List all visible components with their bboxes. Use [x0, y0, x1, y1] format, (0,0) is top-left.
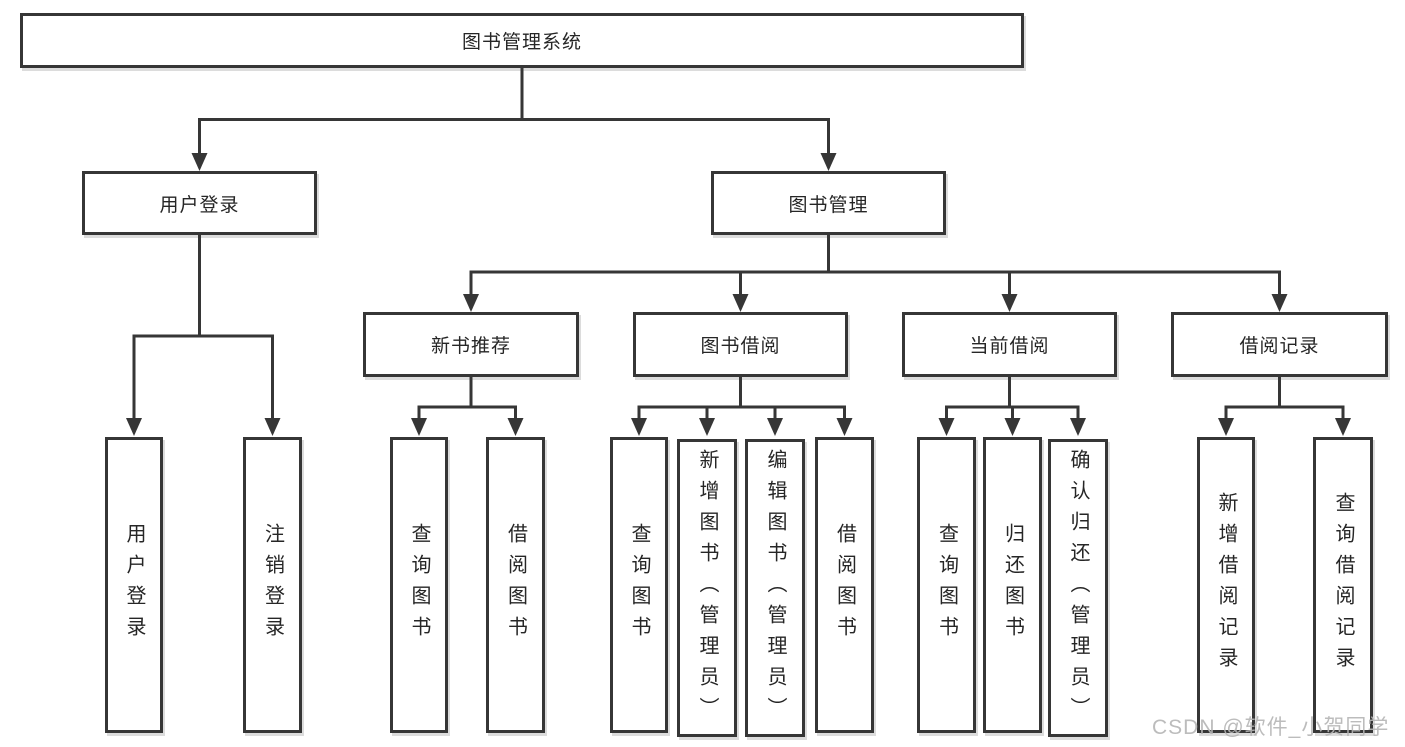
node-borrowing-borrow-books: 借阅图书: [815, 437, 874, 733]
node-current-confirm-return-admin: 确认归还（管理员）: [1048, 439, 1108, 737]
connector-book-management: [463, 235, 1288, 312]
arrow-down-icon: [732, 294, 749, 312]
connector-new-book-recommend: [411, 377, 524, 436]
node-root: 图书管理系统: [20, 13, 1024, 68]
arrow-down-icon: [1335, 418, 1351, 436]
arrow-down-icon: [1218, 418, 1234, 436]
node-current-query-books: 查询图书: [917, 437, 976, 733]
arrow-down-icon: [1001, 294, 1018, 312]
node-new-book-recommend: 新书推荐: [363, 312, 579, 377]
node-user-login: 用户登录: [82, 171, 317, 235]
arrow-down-icon: [836, 418, 853, 436]
arrow-down-icon: [463, 294, 479, 312]
node-borrowing-query-books: 查询图书: [610, 437, 668, 733]
arrow-down-icon: [767, 418, 783, 436]
arrow-down-icon: [938, 418, 955, 436]
node-records-add-record: 新增借阅记录: [1197, 437, 1255, 733]
arrow-down-icon: [411, 418, 427, 436]
node-current-return-books: 归还图书: [983, 437, 1042, 733]
arrow-down-icon: [631, 418, 647, 436]
node-borrowing-records: 借阅记录: [1171, 312, 1388, 377]
arrow-down-icon: [264, 418, 281, 436]
arrow-down-icon: [191, 153, 208, 171]
arrow-down-icon: [1271, 294, 1288, 312]
node-logout: 注销登录: [243, 437, 302, 733]
connector-borrowing-records: [1218, 377, 1351, 436]
arrow-down-icon: [699, 418, 715, 436]
node-recommend-borrow-books: 借阅图书: [486, 437, 545, 733]
connector-current-borrowing: [938, 377, 1086, 436]
watermark: CSDN @软件_小贺同学: [1152, 716, 1390, 739]
connector-user-login: [126, 235, 281, 436]
node-book-borrowing: 图书借阅: [633, 312, 848, 377]
node-current-borrowing: 当前借阅: [902, 312, 1117, 377]
node-recommend-query-books: 查询图书: [390, 437, 448, 733]
arrow-down-icon: [1070, 418, 1086, 436]
arrow-down-icon: [507, 418, 524, 436]
connector-book-borrowing: [631, 377, 853, 436]
node-borrowing-add-books-admin: 新增图书（管理员）: [677, 439, 737, 737]
node-login: 用户登录: [105, 437, 163, 733]
arrow-down-icon: [126, 418, 142, 436]
arrow-down-icon: [820, 153, 837, 171]
node-borrowing-edit-books-admin: 编辑图书（管理员）: [745, 439, 805, 737]
node-book-management: 图书管理: [711, 171, 946, 235]
node-records-query-record: 查询借阅记录: [1313, 437, 1373, 733]
arrow-down-icon: [1004, 418, 1021, 436]
connector-root: [191, 68, 837, 171]
